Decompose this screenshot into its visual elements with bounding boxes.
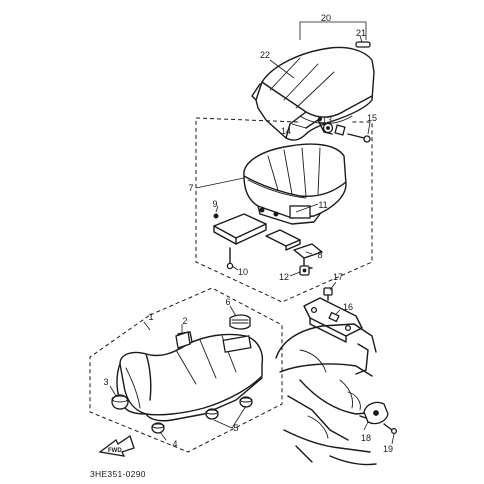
callout-9: 9	[212, 199, 217, 209]
bolt-17	[323, 287, 333, 301]
bolt-9-small	[213, 213, 219, 219]
callout-labels: 20 21 22 14 13 15 7 11 9 10 8 12 17 16 1…	[103, 13, 393, 454]
callout-15: 15	[367, 113, 377, 123]
seat-lock-18	[359, 401, 389, 425]
callout-7: 7	[188, 183, 193, 193]
group-outline-front-seat-1	[89, 287, 283, 453]
washer-13	[322, 122, 346, 136]
callout-20: 20	[321, 13, 331, 23]
bracket-10	[213, 213, 267, 245]
callout-11: 11	[318, 200, 327, 210]
forward-direction-arrow: FWD	[98, 434, 135, 457]
bolt-15	[347, 133, 371, 143]
seat-cowl-22	[251, 46, 375, 141]
callout-1: 1	[148, 312, 153, 322]
pin-21	[355, 41, 371, 48]
damper-3	[111, 394, 129, 410]
callout-17: 17	[333, 272, 343, 282]
callout-22: 22	[260, 50, 270, 60]
callout-12: 12	[279, 272, 289, 282]
callout-10: 10	[238, 267, 248, 277]
callout-5: 5	[233, 423, 238, 433]
forward-label: FWD	[108, 448, 122, 454]
damper-2	[175, 331, 191, 349]
callout-14: 14	[281, 126, 291, 136]
frame-section	[275, 323, 377, 466]
damper-6	[229, 314, 251, 330]
leader-lines	[109, 35, 395, 445]
damper-4	[151, 422, 165, 434]
callout-13: 13	[322, 115, 332, 125]
group-outline-seat-cowl-20	[299, 21, 367, 40]
bolt-14	[305, 116, 323, 129]
damper-5-right	[239, 396, 253, 408]
rear-seat-9	[243, 143, 347, 225]
seat-lock-16	[303, 297, 363, 343]
callout-19: 19	[383, 444, 393, 454]
screw-19	[383, 423, 398, 435]
callout-3: 3	[103, 377, 108, 387]
damper-5-left	[205, 408, 219, 420]
callout-21: 21	[356, 28, 366, 38]
drawing-code: 3HE351-0290	[90, 469, 146, 479]
screw-10	[226, 247, 234, 270]
front-seat-1	[116, 331, 264, 422]
callout-4: 4	[172, 439, 177, 449]
callout-16: 16	[343, 302, 353, 312]
callout-2: 2	[182, 316, 187, 326]
nut-12	[299, 265, 310, 276]
bracket-piece-a	[265, 229, 301, 251]
callout-18: 18	[361, 433, 371, 443]
callout-8: 8	[317, 250, 322, 260]
callout-6: 6	[225, 297, 230, 307]
